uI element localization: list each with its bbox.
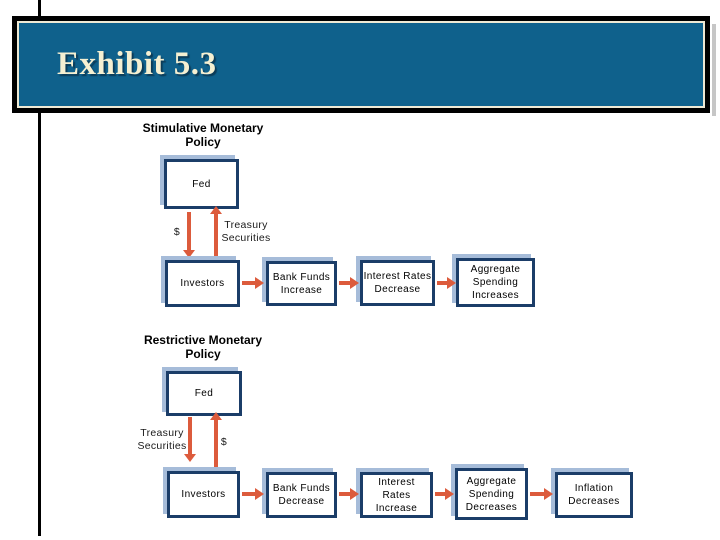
- interest-rates-increase-box: Interest Rates Increase: [360, 472, 433, 518]
- right-arrow-icon: [255, 488, 264, 500]
- slide-header: Exhibit 5.3: [12, 16, 710, 113]
- right-arrow-icon: [530, 492, 545, 496]
- inflation-decreases-box: Inflation Decreases: [555, 472, 633, 518]
- right-arrow-icon: [350, 277, 359, 289]
- slide-title: Exhibit 5.3: [57, 46, 217, 82]
- investors-box: Investors: [167, 471, 240, 518]
- up-arrow-icon: [210, 412, 222, 420]
- down-arrow-icon: [183, 250, 195, 258]
- right-arrow-icon: [437, 281, 448, 285]
- bank-funds-decrease-box: Bank Funds Decrease: [266, 472, 337, 518]
- right-arrow-icon: [445, 488, 454, 500]
- aggregate-spending-increases-box: Aggregate Spending Increases: [456, 258, 535, 307]
- interest-rates-decrease-box: Interest Rates Decrease: [360, 260, 435, 306]
- fed-box-restrictive: Fed: [166, 371, 242, 416]
- right-arrow-icon: [242, 492, 256, 496]
- stimulative-policy-title: Stimulative Monetary Policy: [142, 121, 264, 149]
- dollar-label: $: [220, 436, 228, 448]
- up-arrow-icon: [210, 206, 222, 214]
- right-arrow-icon: [435, 492, 446, 496]
- investors-box: Investors: [165, 260, 240, 307]
- header-shadow-edge: [712, 24, 716, 116]
- right-arrow-icon: [544, 488, 553, 500]
- down-arrow-icon: [188, 417, 192, 454]
- right-arrow-icon: [339, 281, 351, 285]
- up-arrow-icon: [214, 214, 218, 256]
- aggregate-spending-decreases-box: Aggregate Spending Decreases: [455, 468, 528, 520]
- treasury-securities-label: Treasury Securities: [137, 427, 187, 452]
- right-arrow-icon: [447, 277, 456, 289]
- down-arrow-icon: [187, 212, 191, 250]
- up-arrow-icon: [214, 420, 218, 470]
- right-arrow-icon: [339, 492, 351, 496]
- right-arrow-icon: [242, 281, 256, 285]
- fed-box-stimulative: Fed: [164, 159, 239, 209]
- restrictive-policy-title: Restrictive Monetary Policy: [143, 333, 263, 361]
- treasury-securities-label: Treasury Securities: [221, 219, 271, 244]
- right-arrow-icon: [350, 488, 359, 500]
- down-arrow-icon: [184, 454, 196, 462]
- bank-funds-increase-box: Bank Funds Increase: [266, 261, 337, 306]
- left-accent-line: [38, 0, 41, 536]
- dollar-label: $: [173, 226, 181, 238]
- right-arrow-icon: [255, 277, 264, 289]
